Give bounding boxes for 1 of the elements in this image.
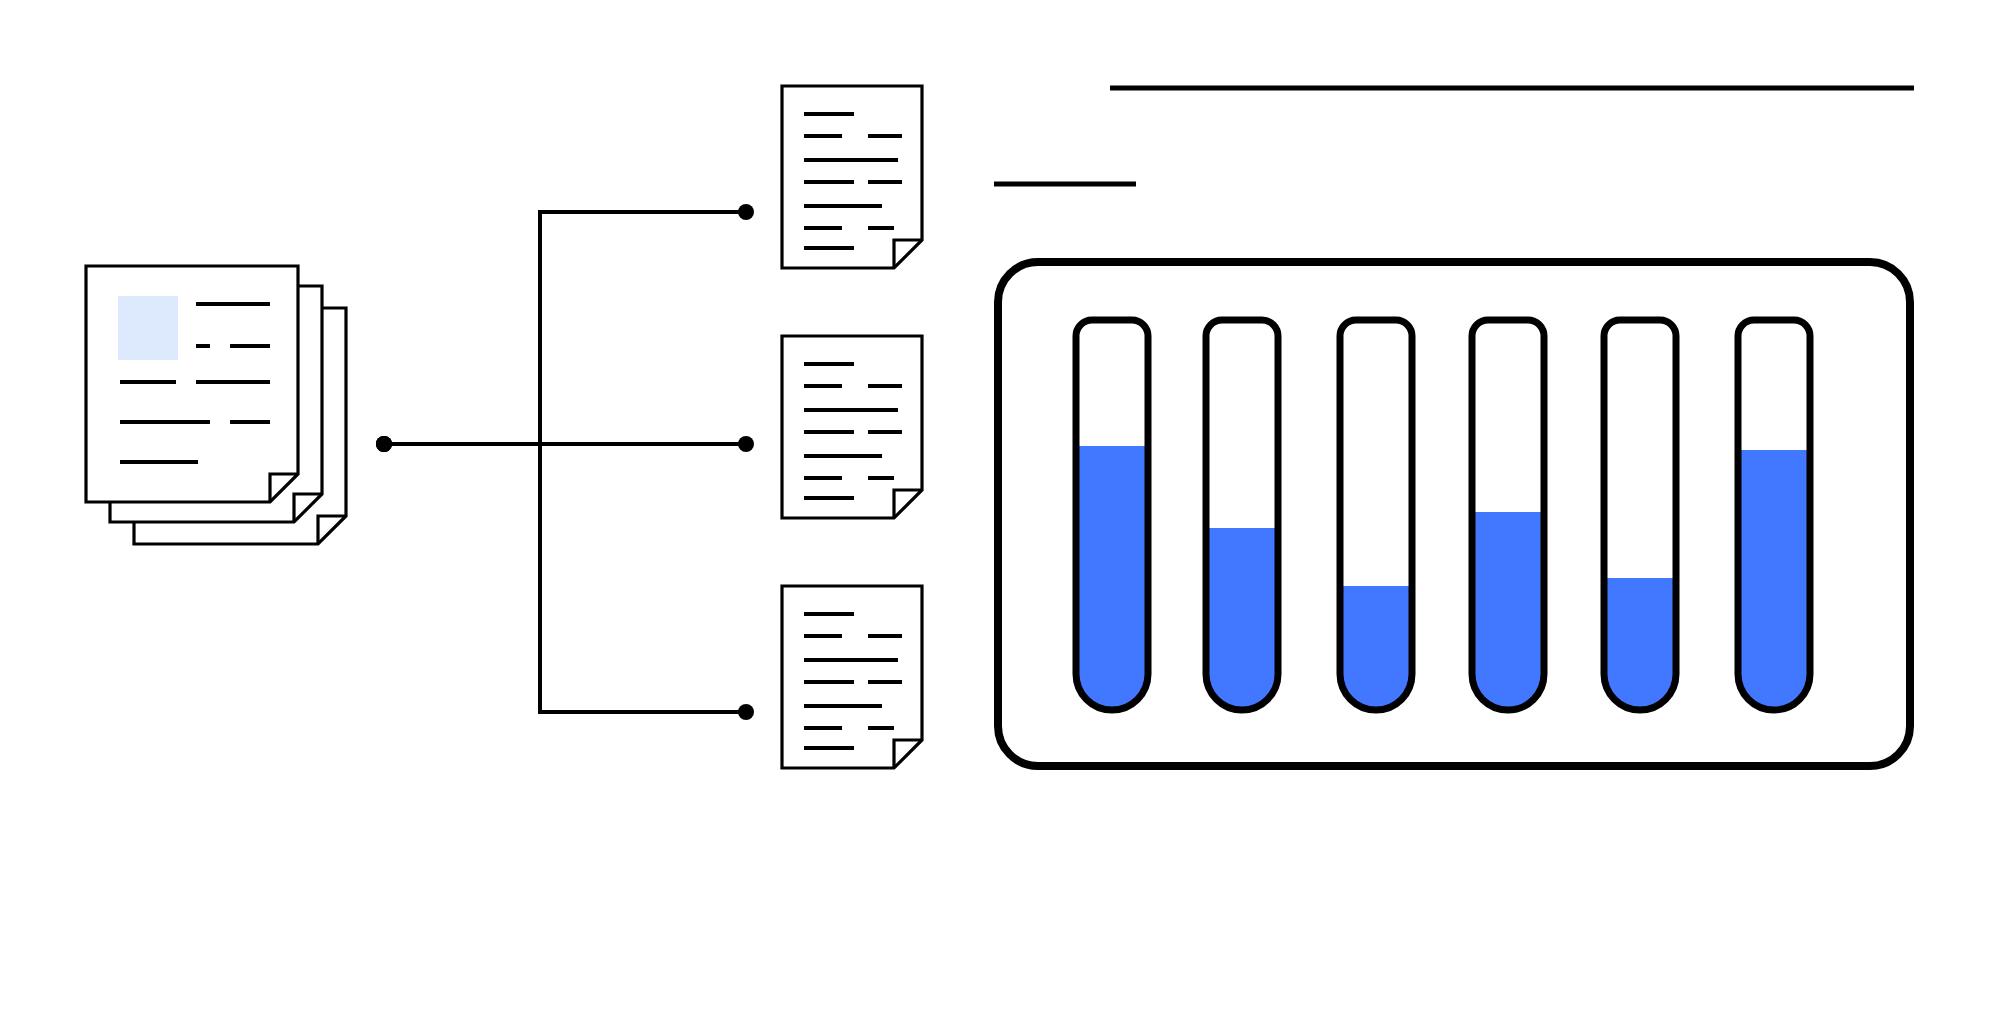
- connector-line: [376, 436, 754, 720]
